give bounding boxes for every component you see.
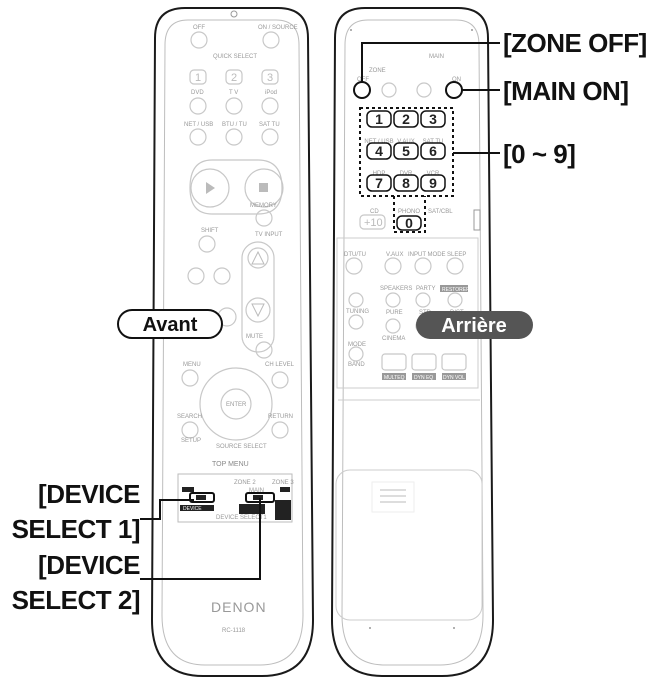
back-multeq-label: MULTEQ xyxy=(384,375,405,381)
digit-9-label: 9 xyxy=(429,175,437,191)
back-input-mode-label: INPUT MODE xyxy=(408,252,446,258)
front-qs2: 2 xyxy=(231,72,237,84)
digit-caption: VCR xyxy=(427,171,440,177)
back-restorer-label: RESTORER xyxy=(442,287,470,293)
front-zone2-label: ZONE 2 xyxy=(234,480,256,486)
digit-6-button[interactable] xyxy=(420,142,446,160)
front-setup-label: SETUP xyxy=(181,438,201,444)
main-on-annotation: [MAIN ON] xyxy=(503,76,628,106)
digit-2-label: 2 xyxy=(402,111,410,127)
front-tv-label: T V xyxy=(229,90,238,96)
back-main-label: MAIN xyxy=(429,54,444,60)
front-ch-level-label: CH LEVEL xyxy=(265,362,295,368)
back-dyneq-label: DYN EQ xyxy=(414,375,433,381)
digit-caption: NET / USB xyxy=(364,139,393,145)
remote-front: OFF ON / SOURCE QUICK SELECT 1 2 3 DVD T… xyxy=(150,7,315,677)
back-sleep-label: SLEEP xyxy=(447,252,466,258)
front-tv-input-label: TV INPUT xyxy=(255,232,283,238)
device-select-1-line1: [DEVICE xyxy=(38,479,140,509)
front-mute-label: MUTE xyxy=(246,334,263,340)
back-cinema-label: CINEMA xyxy=(382,336,405,342)
back-dtu-tu-label: DTU/TU xyxy=(344,252,366,258)
arriere-label: Arrière xyxy=(441,315,507,337)
front-enter-label: ENTER xyxy=(226,402,247,408)
front-ipod-label: iPod xyxy=(265,90,277,96)
digit-0-button[interactable] xyxy=(396,215,422,231)
digit-4-label: 4 xyxy=(375,143,383,159)
digit-7-label: 7 xyxy=(375,175,383,191)
front-dvd-label: DVD xyxy=(191,90,204,96)
digits-annotation: [0 ~ 9] xyxy=(503,139,575,169)
front-qs1: 1 xyxy=(195,72,201,84)
digit-caption: HDP xyxy=(373,171,386,177)
back-main-on-caption: ON xyxy=(452,77,461,83)
main-on-button[interactable] xyxy=(445,81,463,99)
digit-0-label: 0 xyxy=(405,215,413,231)
back-party-label: PARTY xyxy=(416,286,435,292)
digit-7-button[interactable] xyxy=(366,174,392,192)
digit-2-button[interactable] xyxy=(393,110,419,128)
device-select-2-line2: SELECT 2] xyxy=(12,585,140,615)
zone-off-annotation: [ZONE OFF] xyxy=(503,28,647,58)
front-off-label: OFF xyxy=(193,25,205,31)
back-band-label: BAND xyxy=(348,362,365,368)
back-speakers-label: SPEAKERS xyxy=(380,286,412,292)
arriere-pill: Arrière xyxy=(416,311,533,339)
back-pure-label: PURE xyxy=(386,310,403,316)
device-select-1-line2: SELECT 1] xyxy=(12,514,140,544)
front-sat-tu-label: SAT TU xyxy=(259,122,280,128)
back-phono-caption: PHONO xyxy=(398,209,420,215)
front-top-menu-label: TOP MENU xyxy=(212,461,249,468)
front-device-label: DEVICE xyxy=(183,506,202,512)
back-satcbl-caption: SAT/CBL xyxy=(428,209,453,215)
digit-5-button[interactable] xyxy=(393,142,419,160)
digit-4-button[interactable] xyxy=(366,142,392,160)
front-model: RC-1118 xyxy=(222,628,246,634)
digit-6-label: 6 xyxy=(429,143,437,159)
front-qs3: 3 xyxy=(267,72,273,84)
digit-5-label: 5 xyxy=(402,143,410,159)
back-mode-label: MODE xyxy=(348,342,366,348)
digit-caption: DVR xyxy=(400,171,413,177)
zone-off-button[interactable] xyxy=(353,81,371,99)
front-main-label: MAIN xyxy=(249,488,264,494)
front-brand: DENON xyxy=(211,599,267,615)
back-vaux-label: V.AUX xyxy=(386,252,403,258)
callout-lines xyxy=(140,42,500,580)
front-menu-label: MENU xyxy=(183,362,201,368)
digit-3-button[interactable] xyxy=(420,110,446,128)
digit-caption: V.AUX xyxy=(397,139,414,145)
digit-8-button[interactable] xyxy=(393,174,419,192)
digit-9-button[interactable] xyxy=(420,174,446,192)
front-device-select1-label: DEVICE SELECT1 xyxy=(216,515,267,521)
back-plus10: +10 xyxy=(364,217,383,229)
front-memory-label: MEMORY xyxy=(250,203,277,209)
front-zone3-label: ZONE 3 xyxy=(272,480,294,486)
back-cd-caption: CD xyxy=(370,209,379,215)
front-net-usb-label: NET / USB xyxy=(184,122,213,128)
digit-8-label: 8 xyxy=(402,175,410,191)
back-tuning-label: TUNING xyxy=(346,309,369,315)
front-search-label: SEARCH xyxy=(177,414,202,420)
digit-1-button[interactable] xyxy=(366,110,392,128)
digit-3-label: 3 xyxy=(429,111,437,127)
device-select-2-line1: [DEVICE xyxy=(38,550,140,580)
front-quick-select-label: QUICK SELECT xyxy=(213,54,257,60)
front-source-select-label: SOURCE SELECT xyxy=(216,444,267,450)
front-btu-tu-label: BTU / TU xyxy=(222,122,247,128)
front-return-label: RETURN xyxy=(268,414,293,420)
digit-1-label: 1 xyxy=(375,111,383,127)
front-shift-label: SHIFT xyxy=(201,228,219,234)
digit-caption: SAT TU xyxy=(423,139,444,145)
back-dynvol-label: DYN VOL xyxy=(443,375,465,381)
front-on-source-label: ON / SOURCE xyxy=(258,25,298,31)
back-zone-label: ZONE xyxy=(369,68,386,74)
avant-label: Avant xyxy=(143,314,198,336)
back-zone-off-caption: OFF xyxy=(357,77,369,83)
avant-pill: Avant xyxy=(117,309,223,339)
